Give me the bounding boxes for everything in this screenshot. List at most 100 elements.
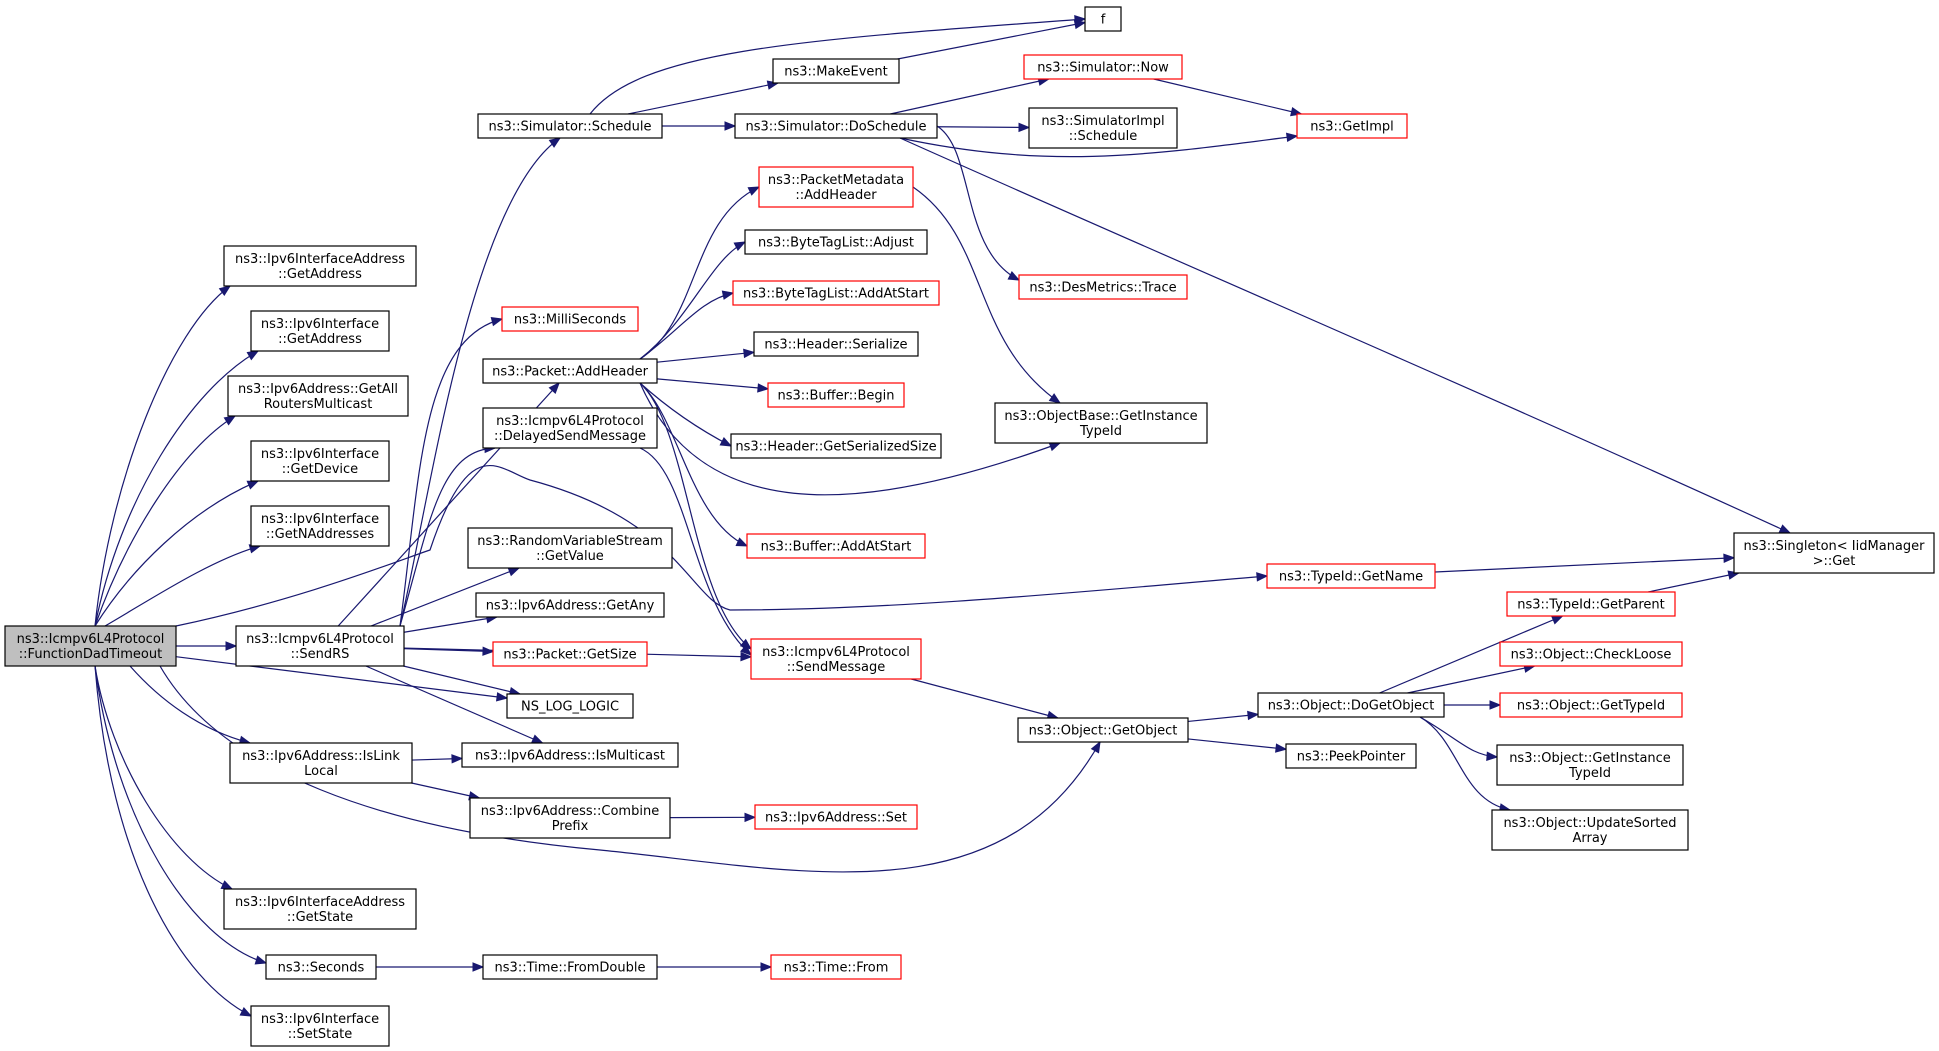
node-header-serialize[interactable]: ns3::Header::Serialize <box>753 331 919 357</box>
node-sendrs[interactable]: ns3::Icmpv6L4Protocol::SendRS <box>235 625 405 667</box>
node-delayedsend[interactable]: ns3::Icmpv6L4Protocol::DelayedSendMessag… <box>482 407 658 449</box>
node-buffer-addatstart[interactable]: ns3::Buffer::AddAtStart <box>746 533 926 559</box>
node-sendmessage[interactable]: ns3::Icmpv6L4Protocol::SendMessage <box>750 638 922 680</box>
node-box[interactable] <box>744 229 928 255</box>
node-box[interactable] <box>1266 563 1436 589</box>
node-box[interactable] <box>1018 274 1188 300</box>
node-box[interactable] <box>475 592 665 618</box>
node-nslog[interactable]: NS_LOG_LOGIC <box>506 693 634 719</box>
node-ipv6-set[interactable]: ns3::Ipv6Address::Set <box>754 804 918 830</box>
node-root[interactable]: ns3::Icmpv6L4Protocol::FunctionDadTimeou… <box>4 625 177 667</box>
node-doschedule[interactable]: ns3::Simulator::DoSchedule <box>734 113 938 139</box>
node-box[interactable] <box>477 113 663 139</box>
node-box[interactable] <box>746 533 926 559</box>
node-box[interactable] <box>1733 532 1935 574</box>
node-box[interactable] <box>250 440 390 482</box>
node-box[interactable] <box>1028 107 1178 149</box>
node-box[interactable] <box>754 804 918 830</box>
node-milliseconds[interactable]: ns3::MilliSeconds <box>501 306 639 332</box>
node-box[interactable] <box>1491 809 1689 851</box>
node-desmetrics[interactable]: ns3::DesMetrics::Trace <box>1018 274 1188 300</box>
node-box[interactable] <box>1496 744 1684 786</box>
node-box[interactable] <box>1084 6 1122 32</box>
node-singleton-get[interactable]: ns3::Singleton< IidManager>::Get <box>1733 532 1935 574</box>
node-box[interactable] <box>227 375 409 417</box>
node-buffer-begin[interactable]: ns3::Buffer::Begin <box>767 382 905 408</box>
node-box[interactable] <box>1499 641 1683 667</box>
node-ifaddr-getstate[interactable]: ns3::Ipv6InterfaceAddress::GetState <box>223 888 417 930</box>
node-box[interactable] <box>1017 717 1189 743</box>
node-box[interactable] <box>1506 591 1676 617</box>
node-box[interactable] <box>223 888 417 930</box>
node-typeid-getparent[interactable]: ns3::TypeId::GetParent <box>1506 591 1676 617</box>
node-getnaddresses[interactable]: ns3::Ipv6Interface::GetNAddresses <box>250 505 390 547</box>
node-box[interactable] <box>772 58 900 84</box>
node-iface-setstate[interactable]: ns3::Ipv6Interface::SetState <box>250 1005 390 1047</box>
node-box[interactable] <box>734 113 938 139</box>
node-box[interactable] <box>235 625 405 667</box>
node-box[interactable] <box>501 306 639 332</box>
node-rvs-getvalue[interactable]: ns3::RandomVariableStream::GetValue <box>467 527 673 569</box>
node-header-getsersize[interactable]: ns3::Header::GetSerializedSize <box>730 433 942 459</box>
node-box[interactable] <box>492 641 648 667</box>
node-btl-adjust[interactable]: ns3::ByteTagList::Adjust <box>744 229 928 255</box>
node-typeid-getname[interactable]: ns3::TypeId::GetName <box>1266 563 1436 589</box>
node-box[interactable] <box>469 797 671 839</box>
node-box[interactable] <box>1285 743 1417 769</box>
node-getsize[interactable]: ns3::Packet::GetSize <box>492 641 648 667</box>
node-time-from[interactable]: ns3::Time::From <box>770 954 902 980</box>
node-schedule[interactable]: ns3::Simulator::Schedule <box>477 113 663 139</box>
node-box[interactable] <box>223 245 417 287</box>
node-btl-addatstart[interactable]: ns3::ByteTagList::AddAtStart <box>732 280 940 306</box>
node-box[interactable] <box>770 954 902 980</box>
node-box[interactable] <box>767 382 905 408</box>
node-makeevent[interactable]: ns3::MakeEvent <box>772 58 900 84</box>
node-box[interactable] <box>482 954 658 980</box>
node-box[interactable] <box>250 1005 390 1047</box>
node-box[interactable] <box>250 310 390 352</box>
node-box[interactable] <box>265 954 377 980</box>
node-sim-now[interactable]: ns3::Simulator::Now <box>1023 54 1183 80</box>
node-seconds[interactable]: ns3::Seconds <box>265 954 377 980</box>
node-box[interactable] <box>750 638 922 680</box>
node-box[interactable] <box>467 527 673 569</box>
node-simimpl-schedule[interactable]: ns3::SimulatorImpl::Schedule <box>1028 107 1178 149</box>
node-getimpl[interactable]: ns3::GetImpl <box>1296 113 1408 139</box>
node-iface-getaddress[interactable]: ns3::Ipv6Interface::GetAddress <box>250 310 390 352</box>
node-obj-gettypeid[interactable]: ns3::Object::GetTypeId <box>1499 692 1683 718</box>
node-box[interactable] <box>732 280 940 306</box>
node-dogetobject[interactable]: ns3::Object::DoGetObject <box>1257 692 1445 718</box>
node-getany[interactable]: ns3::Ipv6Address::GetAny <box>475 592 665 618</box>
node-getdevice[interactable]: ns3::Ipv6Interface::GetDevice <box>250 440 390 482</box>
node-box[interactable] <box>1023 54 1183 80</box>
node-box[interactable] <box>461 742 679 768</box>
node-peekpointer[interactable]: ns3::PeekPointer <box>1285 743 1417 769</box>
node-box[interactable] <box>758 166 914 208</box>
node-addheader[interactable]: ns3::Packet::AddHeader <box>482 358 658 384</box>
node-box[interactable] <box>753 331 919 357</box>
node-fromdouble[interactable]: ns3::Time::FromDouble <box>482 954 658 980</box>
node-box[interactable] <box>482 407 658 449</box>
node-box[interactable] <box>506 693 634 719</box>
node-box[interactable] <box>730 433 942 459</box>
node-box[interactable] <box>1296 113 1408 139</box>
node-ismulticast[interactable]: ns3::Ipv6Address::IsMulticast <box>461 742 679 768</box>
node-f[interactable]: f <box>1084 6 1122 32</box>
node-box[interactable] <box>1499 692 1683 718</box>
node-box[interactable] <box>994 402 1208 444</box>
node-box[interactable] <box>1257 692 1445 718</box>
node-box[interactable] <box>482 358 658 384</box>
node-box[interactable] <box>4 625 177 667</box>
node-pm-addheader[interactable]: ns3::PacketMetadata::AddHeader <box>758 166 914 208</box>
node-checkloose[interactable]: ns3::Object::CheckLoose <box>1499 641 1683 667</box>
node-getobject[interactable]: ns3::Object::GetObject <box>1017 717 1189 743</box>
node-box[interactable] <box>250 505 390 547</box>
node-ifaddr-getaddress[interactable]: ns3::Ipv6InterfaceAddress::GetAddress <box>223 245 417 287</box>
node-box[interactable] <box>229 742 413 784</box>
